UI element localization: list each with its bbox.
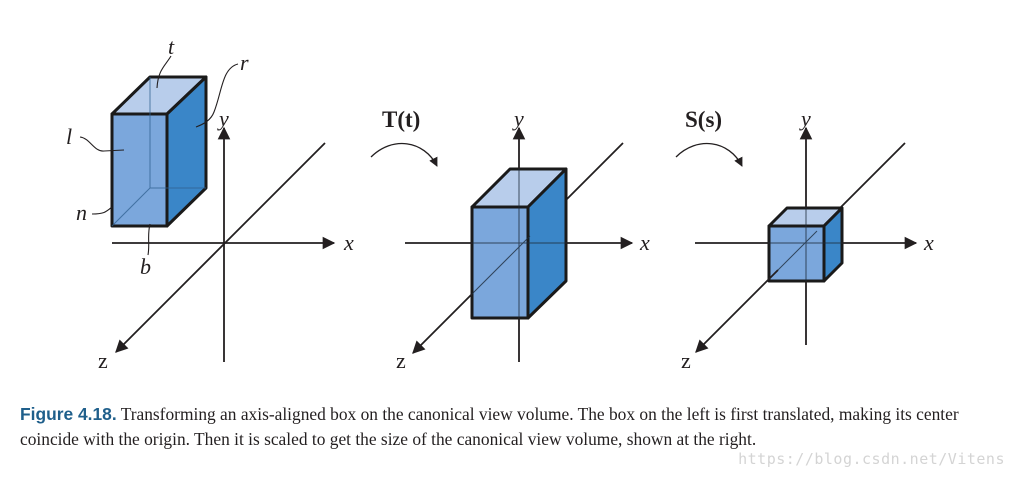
translate-operation: T(t) <box>370 107 438 167</box>
panel-2-z-axis-front <box>412 293 473 354</box>
panel-2-axes <box>405 126 634 362</box>
panel-1-box-front-face <box>110 112 169 228</box>
leader-n <box>91 206 113 215</box>
figure-diagram: t r l n b y x z T(t) <box>66 34 934 373</box>
leader-l <box>79 136 125 152</box>
panel-2-x-label: x <box>639 230 650 255</box>
translate-label: T(t) <box>382 107 420 132</box>
panel-1-box-hidden-edges <box>111 77 206 227</box>
curved-arrow-icon <box>370 142 438 167</box>
panel-1-label-bottom: b <box>140 254 151 279</box>
panel-1-label-top: t <box>168 34 175 59</box>
panel-1-label-right: r <box>240 50 249 75</box>
panel-3-inner-axes <box>769 208 842 281</box>
panel-1-label-near: n <box>76 200 87 225</box>
panel-2-translated-box: y x z <box>396 106 650 373</box>
panel-2-y-label: y <box>512 106 524 131</box>
panel-3-z-label: z <box>681 348 691 373</box>
figure-number: Figure 4.18. <box>20 404 117 424</box>
scale-label: S(s) <box>685 107 722 132</box>
panel-1-z-axis <box>115 142 326 353</box>
curved-arrow-icon <box>675 142 743 167</box>
watermark: https://blog.csdn.net/Vitens <box>738 450 1005 468</box>
panel-2-inner-axes <box>471 169 566 318</box>
panel-3-y-label: y <box>799 106 811 131</box>
panel-1-label-left: l <box>66 124 72 149</box>
panel-2-z-label: z <box>396 348 406 373</box>
panel-3-z-axis-front <box>695 269 779 353</box>
panel-3-x-label: x <box>923 230 934 255</box>
panel-3-scaled-box: y x z <box>681 106 934 373</box>
panel-2-box-front-face <box>470 205 530 320</box>
panel-1-leader-lines <box>79 55 239 256</box>
panel-1-original-box: t r l n b y x z <box>66 34 354 373</box>
caption-text: Transforming an axis-aligned box on the … <box>20 404 959 449</box>
scale-operation: S(s) <box>675 107 743 167</box>
figure-caption: Figure 4.18. Transforming an axis-aligne… <box>20 402 995 452</box>
panel-1-z-label: z <box>98 348 108 373</box>
panel-1-box <box>110 75 208 228</box>
leader-r <box>195 63 239 128</box>
panel-1-x-label: x <box>343 230 354 255</box>
panel-1-y-label: y <box>217 106 229 131</box>
panel-3-box-front-face <box>767 224 826 283</box>
panel-3-box <box>767 206 844 283</box>
leader-t <box>156 55 172 89</box>
leader-b <box>147 223 151 256</box>
panel-3-axes <box>695 126 918 353</box>
